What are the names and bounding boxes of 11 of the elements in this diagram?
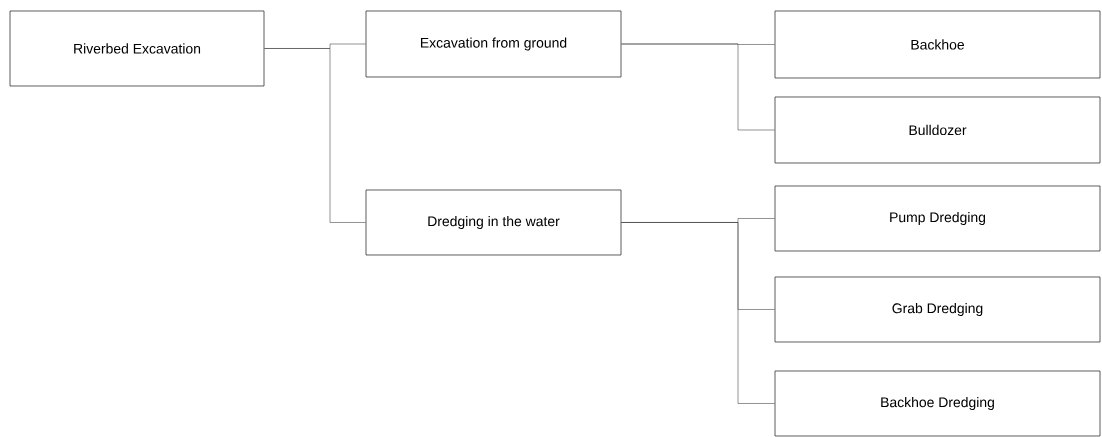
connector-line: [264, 48, 366, 223]
category-box: Bulldozer: [774, 96, 1101, 164]
category-box: Grab Dredging: [774, 276, 1101, 343]
connector-line: [621, 222, 775, 404]
category-box: Pump Dredging: [774, 185, 1101, 252]
category-box: Backhoe: [774, 10, 1101, 79]
category-box: Backhoe Dredging: [774, 370, 1101, 437]
category-box: Dredging in the water: [365, 189, 622, 256]
category-box: Riverbed Excavation: [9, 10, 265, 87]
connector-line: [621, 43, 775, 131]
category-box: Excavation from ground: [365, 10, 622, 78]
